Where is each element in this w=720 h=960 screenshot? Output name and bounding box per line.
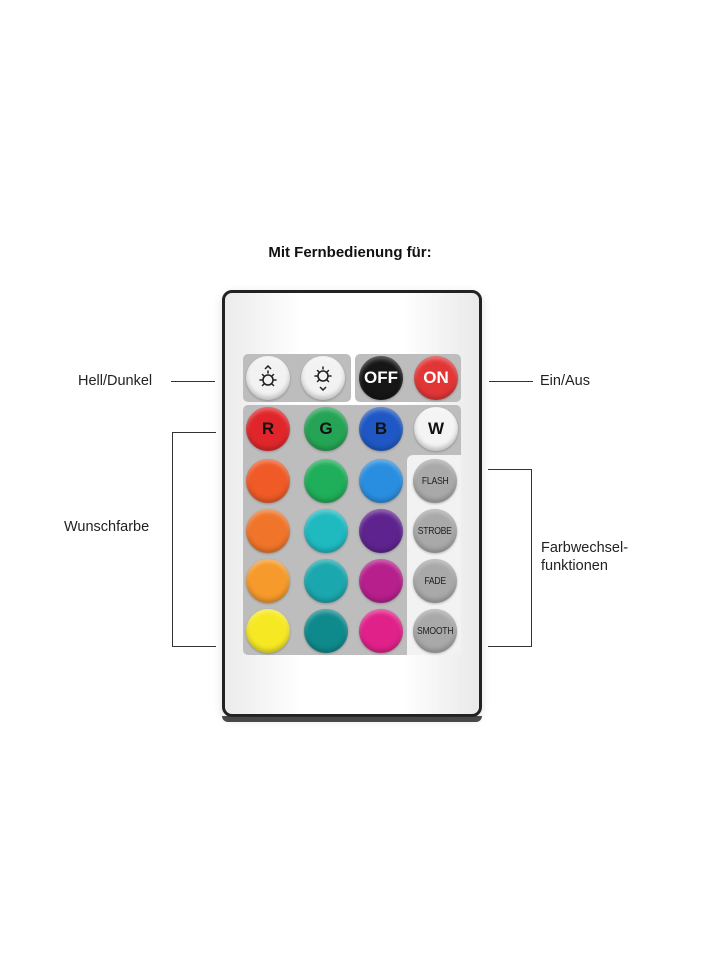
white-button-label: W: [427, 419, 445, 438]
color-button[interactable]: [246, 609, 290, 653]
fade-button-label: FADE: [424, 575, 446, 587]
callout-color: Wunschfarbe: [64, 519, 150, 535]
color-button[interactable]: [246, 459, 290, 503]
bracket-color-top: [172, 432, 216, 434]
color-button[interactable]: [304, 509, 348, 553]
green-button[interactable]: G: [304, 407, 348, 451]
blue-button-label: B: [374, 419, 388, 438]
color-button[interactable]: [304, 609, 348, 653]
brightness-down-icon: [310, 365, 336, 391]
bracket-effects-top: [488, 469, 532, 471]
blue-button[interactable]: B: [359, 407, 403, 451]
color-button[interactable]: [304, 559, 348, 603]
flash-button-label: FLASH: [421, 475, 449, 487]
callout-effects-line2: funktionen: [541, 558, 608, 574]
on-button-label: ON: [423, 368, 449, 387]
green-button-label: G: [319, 419, 333, 438]
leader-brightness: [171, 381, 215, 383]
color-button[interactable]: [359, 609, 403, 653]
white-button[interactable]: W: [414, 407, 458, 451]
off-button-label: OFF: [364, 368, 398, 387]
off-button[interactable]: OFF: [359, 356, 403, 400]
red-button[interactable]: R: [246, 407, 290, 451]
callout-brightness: Hell/Dunkel: [78, 373, 153, 389]
color-button[interactable]: [246, 559, 290, 603]
leader-power: [489, 381, 533, 383]
brightness-up-icon: [255, 365, 281, 391]
brightness-up-button[interactable]: [246, 356, 290, 400]
bracket-color-vertical: [172, 432, 174, 647]
flash-button[interactable]: FLASH: [413, 459, 457, 503]
color-button[interactable]: [359, 459, 403, 503]
smooth-button-label: SMOOTH: [416, 625, 454, 637]
color-button[interactable]: [246, 509, 290, 553]
callout-power: Ein/Aus: [540, 373, 590, 389]
color-button[interactable]: [304, 459, 348, 503]
red-button-label: R: [261, 419, 275, 438]
on-button[interactable]: ON: [414, 356, 458, 400]
smooth-button[interactable]: SMOOTH: [413, 609, 457, 653]
page-title: Mit Fernbedienung für:: [268, 244, 432, 261]
bracket-effects-vertical: [531, 469, 533, 647]
callout-effects-line1: Farbwechsel-: [541, 540, 629, 556]
strobe-button-label: STROBE: [418, 525, 452, 537]
remote-control: OFF ON R G B W FLASH STROBE FADE: [222, 290, 482, 722]
color-button[interactable]: [359, 559, 403, 603]
bracket-effects-bottom: [488, 646, 532, 648]
fade-button[interactable]: FADE: [413, 559, 457, 603]
brightness-down-button[interactable]: [301, 356, 345, 400]
bracket-color-bottom: [172, 646, 216, 648]
color-button[interactable]: [359, 509, 403, 553]
strobe-button[interactable]: STROBE: [413, 509, 457, 553]
